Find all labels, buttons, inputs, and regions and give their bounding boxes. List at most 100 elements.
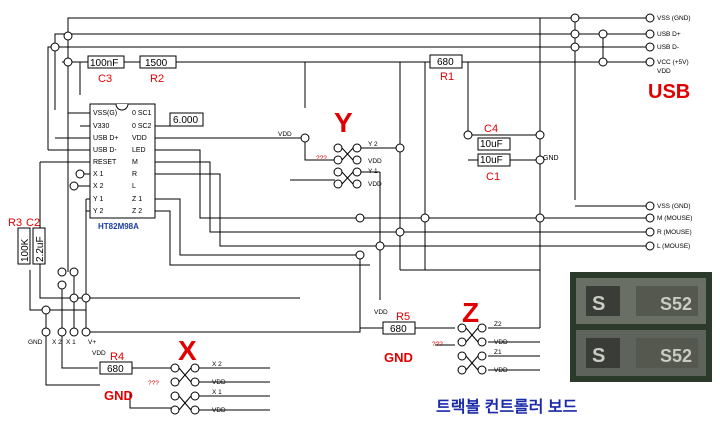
- connector-pin: [645, 213, 655, 223]
- sensor-pin: [333, 167, 343, 177]
- c1-label: C1: [486, 171, 500, 183]
- sensor-pin: [457, 351, 467, 361]
- usb-title: USB: [648, 81, 690, 103]
- chip-pin-label: M: [132, 159, 138, 166]
- sensor-x-labels: X 2 VDD X 1 VDD: [212, 361, 226, 414]
- usb-pin-label: VDD: [657, 68, 671, 75]
- vdd-label-x: VDD: [92, 350, 106, 357]
- connector-pin: [69, 327, 79, 337]
- chip-pin-label: Z 1: [132, 196, 142, 203]
- connector-pin: [645, 227, 655, 237]
- c4-label: C4: [484, 123, 498, 135]
- wire: [29, 270, 86, 311]
- junction: [57, 267, 67, 277]
- sensor-pin: [170, 377, 180, 387]
- y-vdd-label: VDD: [278, 131, 292, 138]
- wire: [39, 162, 300, 299]
- connector-pin: [41, 327, 51, 337]
- wire: [45, 332, 100, 386]
- sensor-pin: [333, 179, 343, 189]
- junction: [300, 133, 310, 143]
- r4-body: [99, 361, 133, 375]
- c4-value: 10uF: [480, 139, 503, 150]
- connector-pin: [645, 241, 655, 251]
- sensor-pin: [477, 323, 487, 333]
- sensor-pin-label: VDD: [494, 339, 508, 346]
- junction: [81, 293, 91, 303]
- sensor-pin-label: VDD: [212, 407, 226, 414]
- sensor-pin: [457, 337, 467, 347]
- usb-pin: [645, 29, 655, 39]
- connector-pin-label: V+: [88, 339, 96, 346]
- r1-value: 680: [437, 57, 454, 68]
- chip-pin-label: Y 1: [93, 196, 103, 203]
- junction: [535, 155, 545, 165]
- photo-mark-1: S: [592, 293, 605, 315]
- junction: [57, 280, 67, 290]
- sensor-pin-label: X 1: [212, 389, 222, 396]
- photo-pad: [636, 286, 698, 316]
- junction: [395, 227, 405, 237]
- chip-body: [89, 103, 156, 219]
- c2-body: [32, 227, 46, 265]
- junction: [50, 42, 60, 52]
- crystal-value: 6.000: [173, 115, 198, 126]
- sensor-pin: [190, 391, 200, 401]
- junctions: [41, 13, 655, 415]
- chip-pin-label: Z 2: [132, 208, 142, 215]
- usb-pin-label: VCC (+5V): [657, 59, 689, 66]
- connector-pin-label: X 2: [52, 339, 62, 346]
- chip-pin-label: USB D-: [93, 147, 117, 154]
- junction: [570, 29, 580, 39]
- wire-usb-dminus: [47, 46, 650, 150]
- r3-value: 100K: [20, 238, 31, 262]
- photo-pad: [636, 338, 698, 368]
- chip-name: HT82M98A: [98, 222, 139, 231]
- junction: [570, 42, 580, 52]
- sensor-pin: [190, 377, 200, 387]
- chip-pin-label: Y 2: [93, 208, 103, 215]
- chip-notch: [115, 103, 129, 111]
- r1-label: R1: [440, 71, 454, 83]
- usb-pin: [645, 13, 655, 23]
- sensor-pin-label: VDD: [212, 379, 226, 386]
- sensor-pin-label: VDD: [368, 158, 382, 165]
- wire: [129, 392, 172, 409]
- sensor-pin-label: Z1: [494, 349, 502, 356]
- connector-pin-label: M (MOUSE): [657, 215, 692, 222]
- r3-body: [17, 227, 31, 265]
- junction: [69, 181, 79, 191]
- connector-pin-label: R (MOUSE): [657, 229, 692, 236]
- wire-z2: [155, 210, 370, 266]
- chip-pin-label: 0 SC2: [132, 123, 152, 130]
- junction: [355, 250, 365, 260]
- connector-pin-label: X 1: [66, 339, 76, 346]
- junction: [69, 267, 79, 277]
- gnd-big-z: GND: [384, 350, 413, 365]
- c2-value: 2.2uF: [35, 236, 46, 262]
- photo-pad: [586, 338, 620, 368]
- sensor-pin: [352, 167, 362, 177]
- chip-pin-label: R: [132, 171, 137, 178]
- sensor-pin-label: Z2: [494, 321, 502, 328]
- r5-body: [382, 321, 416, 335]
- sensor-pin: [477, 337, 487, 347]
- junction: [63, 31, 73, 41]
- caption: 트랙볼 컨트롤러 보드: [436, 398, 578, 416]
- components: 100nF C3 1500 R2 680 R1 C4 10uF 10uF C1 …: [8, 54, 559, 375]
- usb-pin-labels: VSS (GND)USB D+USB D-VCC (+5V)VDD: [657, 15, 691, 75]
- sensor-pin: [457, 365, 467, 375]
- sensor-links: [178, 147, 479, 411]
- sensor-pin: [352, 179, 362, 189]
- sensor-pin-label: Y 1: [368, 168, 378, 175]
- vdd-label-z: VDD: [374, 309, 388, 316]
- chip-pin-label: VDD: [132, 135, 147, 142]
- r1-body: [429, 54, 463, 69]
- usb-pin-label: USB D-: [657, 44, 679, 51]
- connector-pin-label: L (MOUSE): [657, 243, 690, 250]
- sensor-pin-label: X 2: [212, 361, 222, 368]
- chip-pin-label: RESET: [93, 159, 117, 166]
